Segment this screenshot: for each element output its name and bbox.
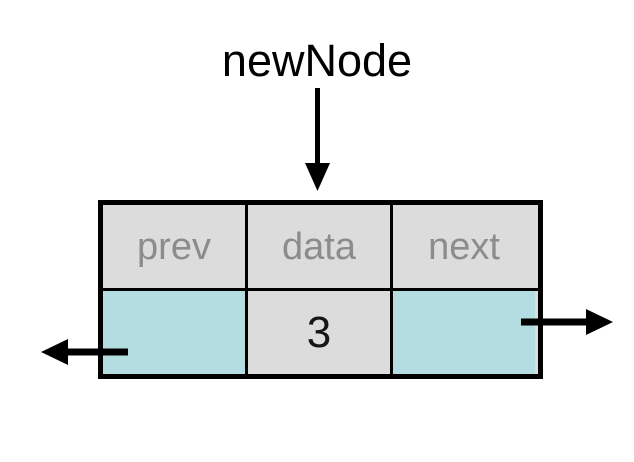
newnode-label: newNode [221,35,413,86]
cell-value-next [393,291,535,374]
newnode-pointer-arrow-icon [305,88,330,191]
cell-header-next: next [393,205,535,288]
cell-header-data: data [245,205,393,288]
node-header-row: prev data next [103,205,538,291]
cell-value-data: 3 [245,291,393,374]
cell-header-prev: prev [103,205,245,288]
node-value-row: 3 [103,291,538,374]
node-box: prev data next 3 [98,200,543,379]
cell-value-prev [103,291,245,374]
